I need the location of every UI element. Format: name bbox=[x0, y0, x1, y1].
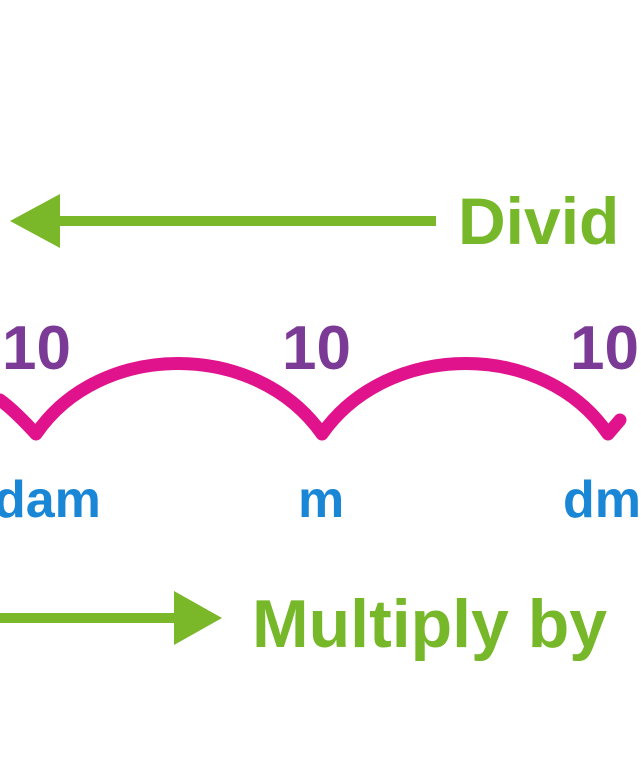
unit-arcs bbox=[0, 357, 627, 441]
factor-label: 10 bbox=[570, 314, 639, 383]
multiply-arrow bbox=[0, 591, 222, 645]
conversion-diagram bbox=[0, 194, 627, 645]
divide-arrow-head bbox=[10, 194, 60, 248]
divide-arrow bbox=[10, 194, 436, 248]
unit-label-dam: dam bbox=[0, 471, 101, 529]
unit-label-dm: dm bbox=[563, 471, 641, 529]
unit-label-m: m bbox=[298, 471, 345, 529]
multiply-label: Multiply by bbox=[252, 586, 608, 662]
factor-label: 10 bbox=[282, 314, 351, 383]
multiply-arrow-head bbox=[174, 591, 222, 645]
divide-label: Divid bbox=[458, 184, 620, 258]
factor-label: 10 bbox=[2, 314, 71, 383]
